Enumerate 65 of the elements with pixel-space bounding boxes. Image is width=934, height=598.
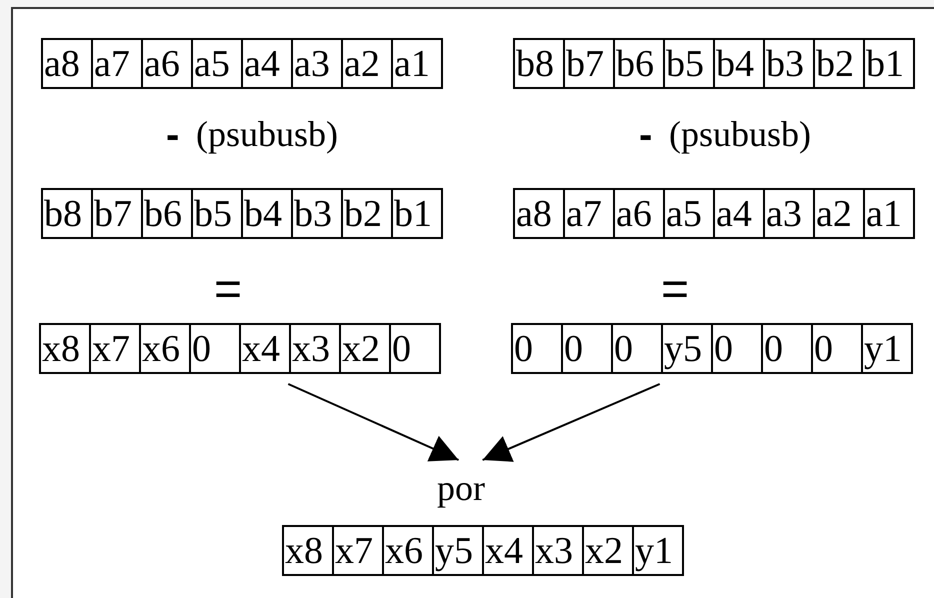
register-cell: x4 bbox=[241, 323, 291, 374]
arrow bbox=[482, 383, 660, 462]
register-cell: a6 bbox=[143, 38, 193, 89]
register-cell: a5 bbox=[193, 38, 243, 89]
register-cell: b4 bbox=[715, 38, 765, 89]
register-cell: x7 bbox=[334, 525, 384, 576]
arrow bbox=[288, 383, 459, 462]
register-cell: 0 bbox=[713, 323, 763, 374]
register-cell: a2 bbox=[343, 38, 393, 89]
register-cell: x6 bbox=[141, 323, 191, 374]
register-cell: y5 bbox=[434, 525, 484, 576]
register-cell: a7 bbox=[565, 188, 615, 239]
register-cell: b1 bbox=[865, 38, 915, 89]
operation-label: por bbox=[437, 468, 485, 508]
register-cell: a3 bbox=[293, 38, 343, 89]
register-cell: x6 bbox=[384, 525, 434, 576]
register-cell: x2 bbox=[584, 525, 634, 576]
equals-sign: = bbox=[661, 270, 690, 310]
register-cell: 0 bbox=[391, 323, 441, 374]
register-cell: a2 bbox=[815, 188, 865, 239]
register-cell: b5 bbox=[665, 38, 715, 89]
register-cell: 0 bbox=[513, 323, 563, 374]
register-cell: a3 bbox=[765, 188, 815, 239]
register-cell: x3 bbox=[291, 323, 341, 374]
register-cell: b5 bbox=[193, 188, 243, 239]
register-cell: a6 bbox=[615, 188, 665, 239]
instruction-label: (psubusb) bbox=[669, 114, 811, 154]
register-cell: x8 bbox=[284, 525, 334, 576]
register-cell: 0 bbox=[613, 323, 663, 374]
register-cell: b7 bbox=[93, 188, 143, 239]
register-cell: b7 bbox=[565, 38, 615, 89]
register-cell: 0 bbox=[813, 323, 863, 374]
register-cell: b1 bbox=[393, 188, 443, 239]
register-cell: x4 bbox=[484, 525, 534, 576]
register-cell: b6 bbox=[143, 188, 193, 239]
register-cell: a8 bbox=[515, 188, 565, 239]
register-cell: a8 bbox=[43, 38, 93, 89]
register-cell: x2 bbox=[341, 323, 391, 374]
register-cell: b8 bbox=[43, 188, 93, 239]
register-cell: 0 bbox=[191, 323, 241, 374]
register-cell: a5 bbox=[665, 188, 715, 239]
register-cell: a4 bbox=[243, 38, 293, 89]
register-cell: b2 bbox=[343, 188, 393, 239]
instruction-label: (psubusb) bbox=[196, 114, 338, 154]
register-cell: x3 bbox=[534, 525, 584, 576]
register-cell: x7 bbox=[91, 323, 141, 374]
register-cell: b3 bbox=[765, 38, 815, 89]
register-cell: a7 bbox=[93, 38, 143, 89]
register-cell: 0 bbox=[563, 323, 613, 374]
equals-sign: = bbox=[214, 270, 242, 310]
minus-sign: - bbox=[166, 115, 180, 155]
register-cell: a1 bbox=[393, 38, 443, 89]
register-cell: b6 bbox=[615, 38, 665, 89]
register-cell: a1 bbox=[865, 188, 915, 239]
register-cell: b3 bbox=[293, 188, 343, 239]
register-cell: b4 bbox=[243, 188, 293, 239]
register-cell: a4 bbox=[715, 188, 765, 239]
register-cell: y1 bbox=[863, 323, 913, 374]
register-cell: x8 bbox=[41, 323, 91, 374]
register-cell: y1 bbox=[634, 525, 684, 576]
register-cell: b8 bbox=[515, 38, 565, 89]
register-cell: 0 bbox=[763, 323, 813, 374]
register-cell: b2 bbox=[815, 38, 865, 89]
minus-sign: - bbox=[639, 115, 652, 155]
register-cell: y5 bbox=[663, 323, 713, 374]
